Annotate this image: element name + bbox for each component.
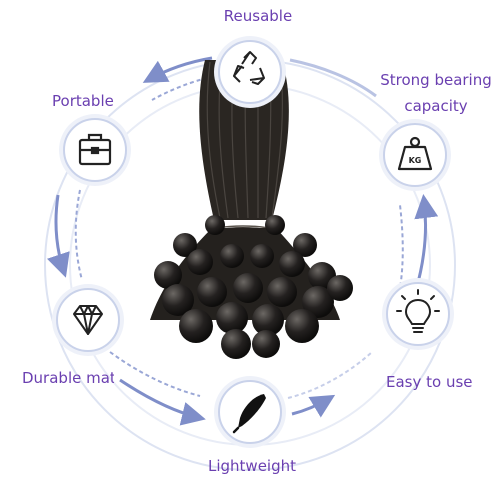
recycle-icon: [233, 51, 265, 85]
durable-circle: [56, 288, 120, 352]
weight-icon-text: KG: [409, 156, 422, 165]
dashed-arrow-bottom-left: [109, 351, 201, 397]
weight-icon: KG: [397, 136, 433, 171]
lightweight-circle: [218, 380, 282, 444]
label-portable: Portable: [52, 92, 114, 110]
arrow-portable-to-durable: [46, 194, 70, 278]
label-easy-to-use: Easy to use: [386, 373, 473, 391]
product-image: [150, 55, 353, 359]
reusable-circle: [218, 40, 282, 104]
dashed-arrow-bottom-right: [287, 351, 373, 399]
label-strong-bearing: Strong bearing capacity: [380, 71, 492, 115]
portable-circle: [63, 118, 127, 182]
arrow-reusable-to-portable: [142, 56, 213, 83]
arrow-easy-to-strong: [414, 194, 439, 291]
briefcase-icon: [78, 133, 112, 166]
arrow-strong-to-reusable: [289, 58, 377, 98]
light-bulb-icon: [396, 289, 440, 333]
label-lightweight: Lightweight: [207, 457, 297, 475]
dashed-arrow-left: [74, 189, 83, 281]
label-durable: Durable material: [22, 369, 114, 387]
strong-bearing-circle: KG: [383, 123, 447, 187]
easy-to-use-circle: [386, 282, 450, 346]
arrow-lightweight-to-easy: [291, 394, 336, 418]
label-reusable: Reusable: [223, 7, 293, 25]
arrow-durable-to-lightweight: [119, 378, 206, 426]
feather-icon: [232, 394, 266, 434]
diamond-icon: [73, 305, 103, 335]
